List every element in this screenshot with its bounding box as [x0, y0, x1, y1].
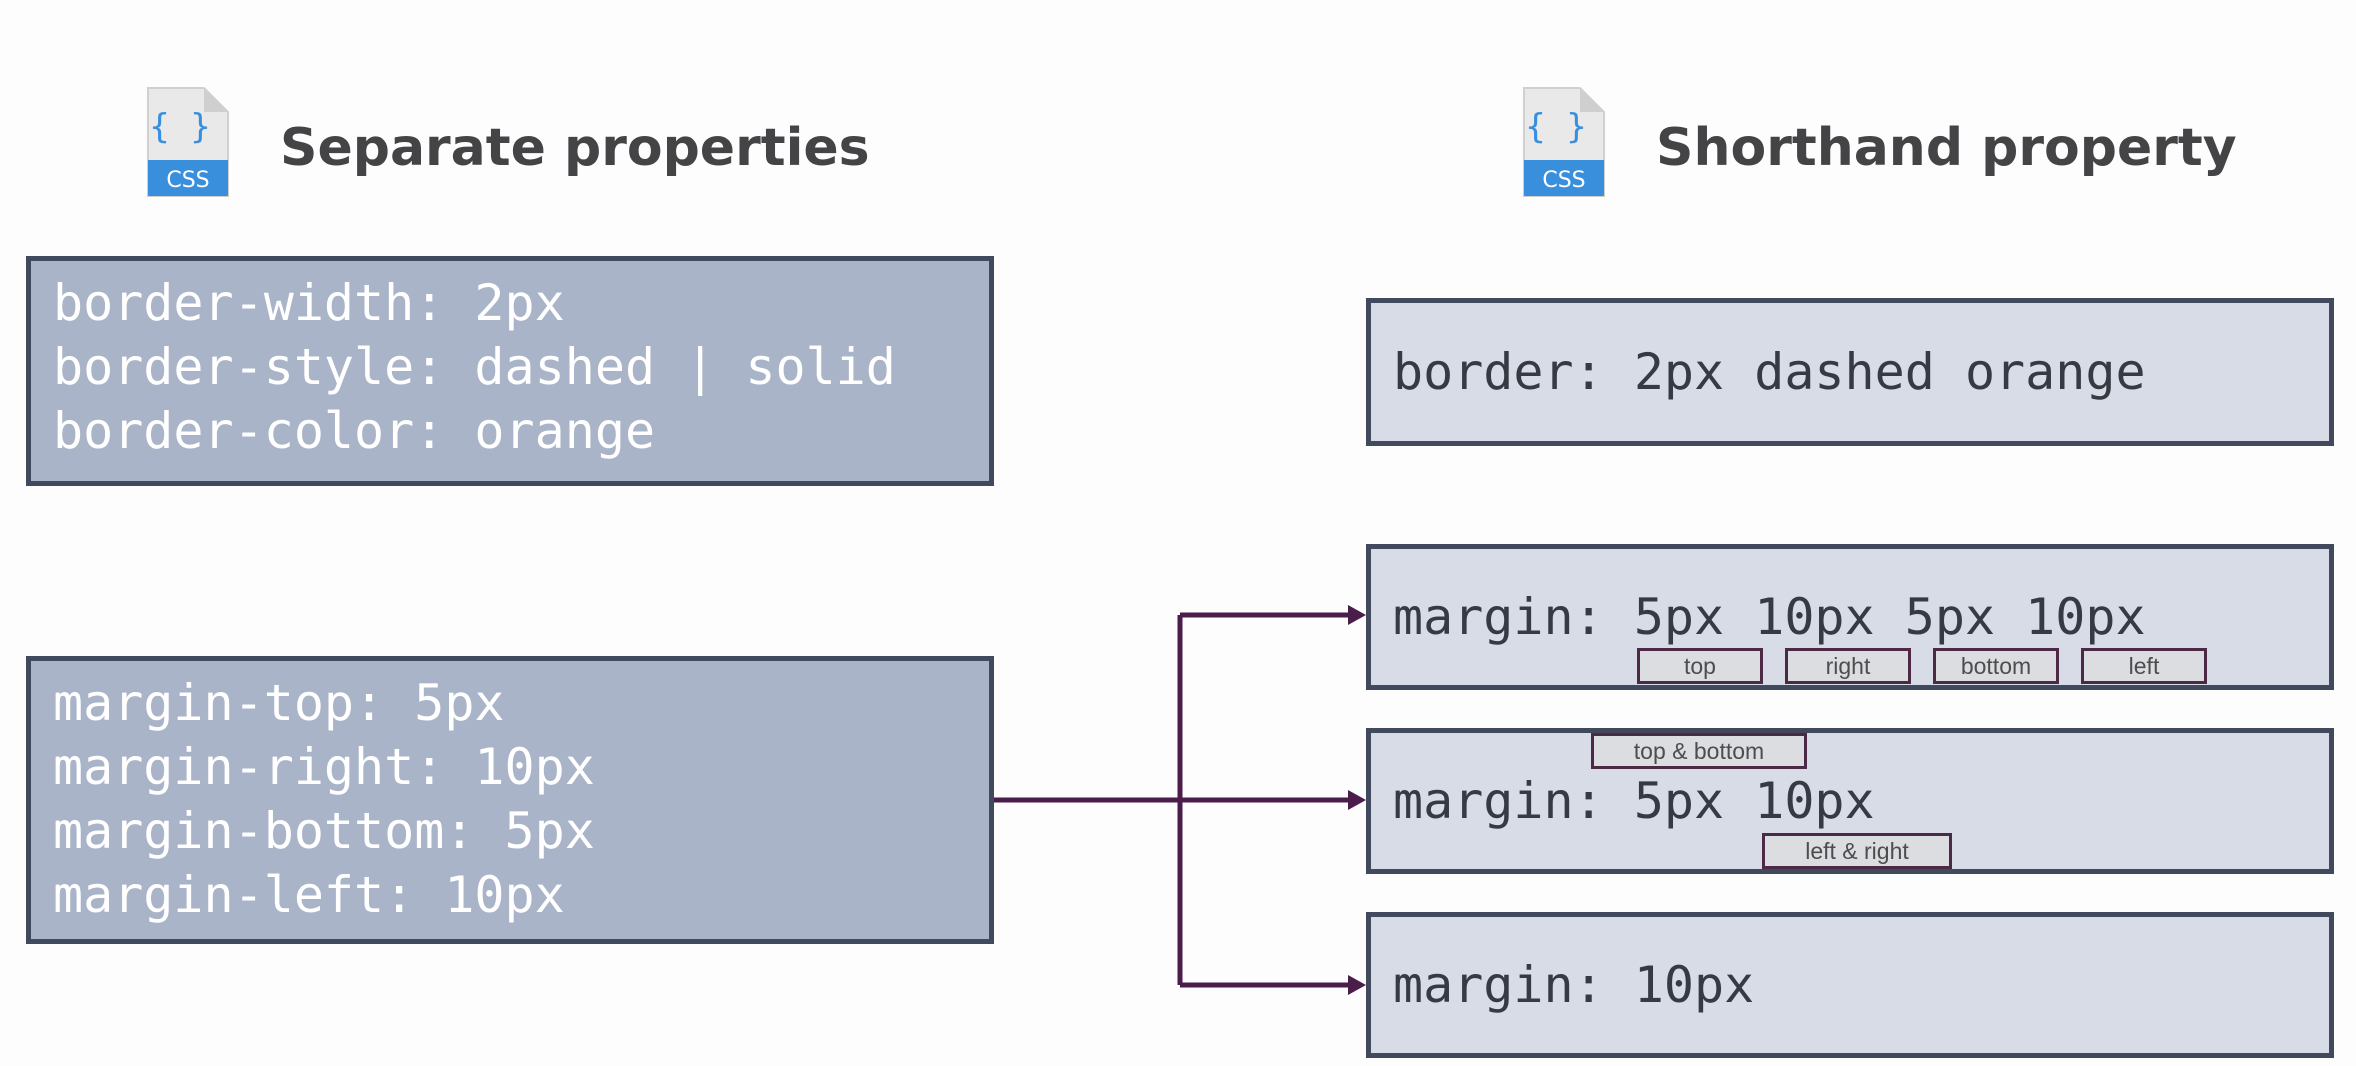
code-line: border: 2px dashed orange: [1393, 343, 2146, 401]
svg-text:CSS: CSS: [166, 168, 209, 193]
svg-text:CSS: CSS: [1542, 168, 1585, 193]
arrowhead: [1348, 790, 1366, 810]
arrowhead: [1348, 975, 1366, 995]
code-line: margin-bottom: 5px: [53, 802, 595, 860]
separate-properties-title: Separate properties: [280, 118, 870, 178]
arrowhead: [1348, 605, 1366, 625]
tag-top: top: [1637, 648, 1763, 684]
margin-separate-code-box: margin-top: 5px margin-right: 10px margi…: [26, 656, 994, 944]
shorthand-property-title: Shorthand property: [1656, 118, 2237, 178]
code-line: border-width: 2px: [53, 274, 565, 332]
svg-text:{ }: { }: [1525, 107, 1586, 147]
code-line: border-color: orange: [53, 402, 656, 460]
code-line: margin-left: 10px: [53, 866, 565, 924]
css-file-icon: { } CSS: [147, 87, 229, 197]
code-line: margin-right: 10px: [53, 738, 595, 796]
border-separate-code-box: border-width: 2px border-style: dashed |…: [26, 256, 994, 486]
svg-text:{ }: { }: [149, 107, 210, 147]
code-line: margin-top: 5px: [53, 674, 505, 732]
tag-top-and-bottom: top & bottom: [1591, 733, 1807, 769]
tag-right: right: [1785, 648, 1911, 684]
tag-left: left: [2081, 648, 2207, 684]
code-line: border-style: dashed | solid: [53, 338, 896, 396]
tag-left-and-right: left & right: [1762, 833, 1952, 869]
margin-four-values-code-box: margin: 5px 10px 5px 10px: [1366, 544, 2334, 690]
tag-bottom: bottom: [1933, 648, 2059, 684]
code-line: margin: 5px 10px 5px 10px: [1393, 588, 2146, 646]
code-line: margin: 10px: [1393, 956, 1755, 1014]
margin-two-values-code-box: margin: 5px 10px: [1366, 728, 2334, 874]
css-file-icon: { } CSS: [1523, 87, 1605, 197]
margin-one-value-code-box: margin: 10px: [1366, 912, 2334, 1058]
code-line: margin: 5px 10px: [1393, 772, 1875, 830]
border-shorthand-code-box: border: 2px dashed orange: [1366, 298, 2334, 446]
